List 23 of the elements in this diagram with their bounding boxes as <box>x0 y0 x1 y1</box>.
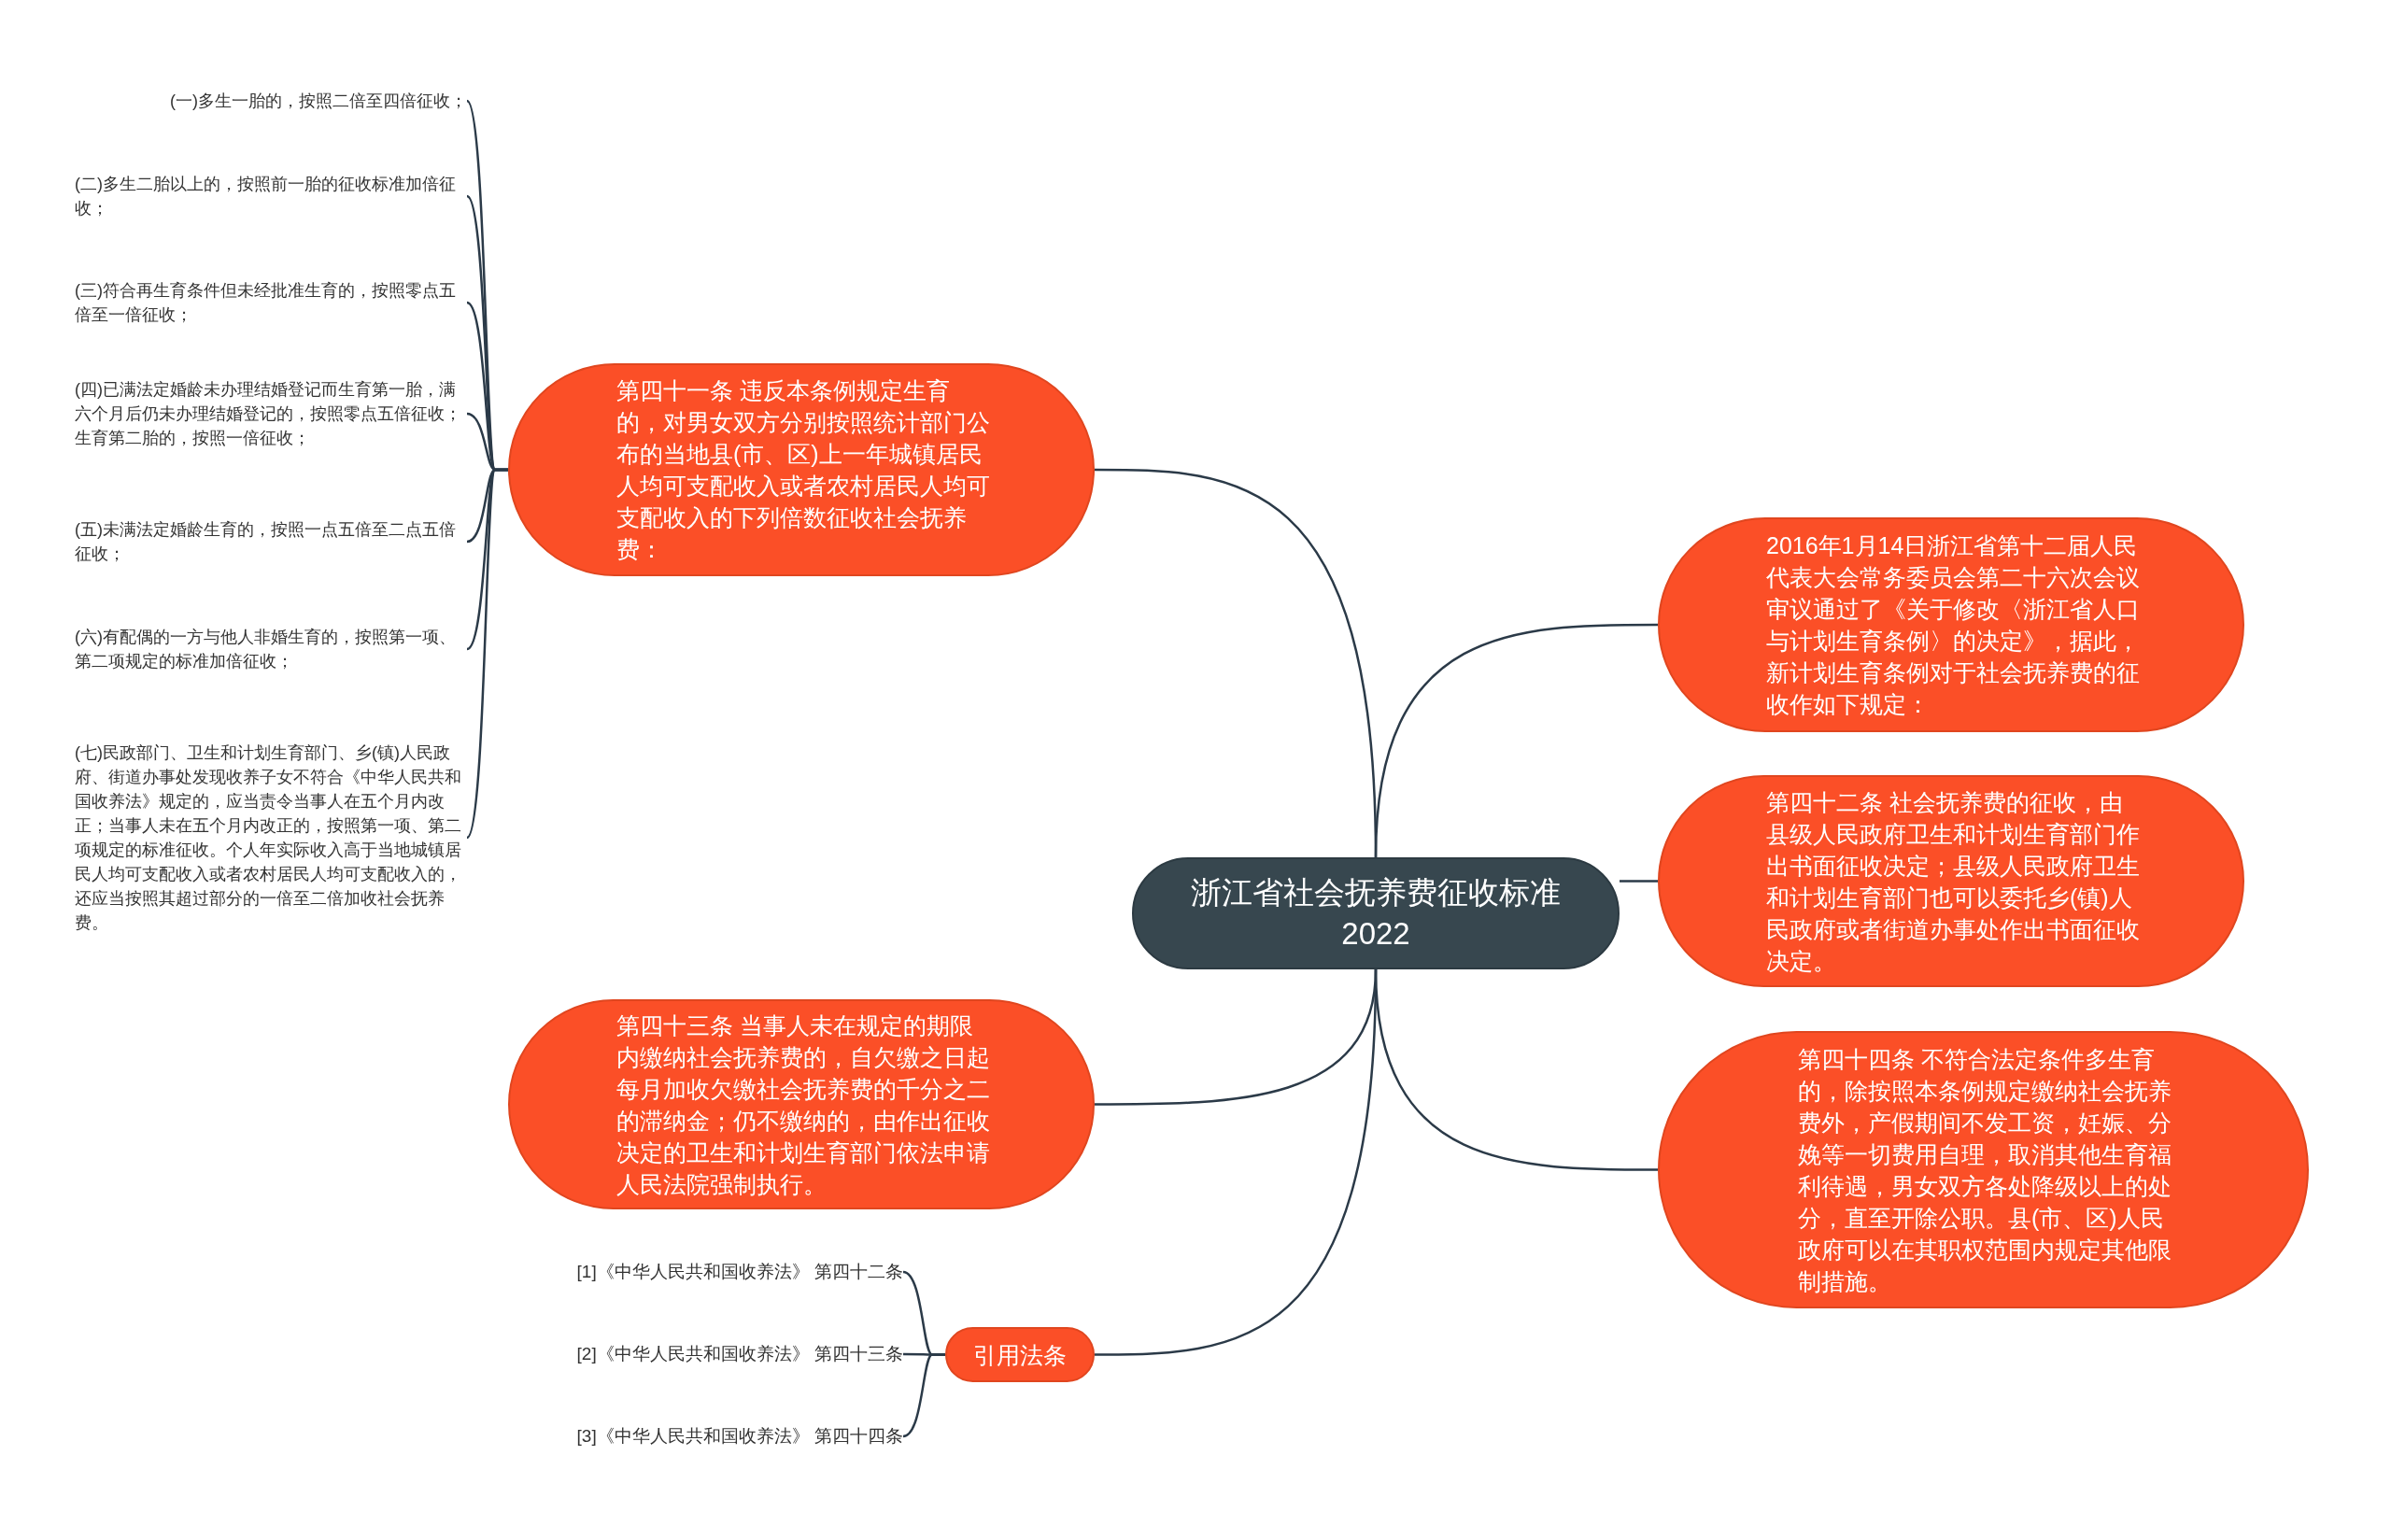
note-text: (一)多生一胎的，按照二倍至四倍征收； <box>170 91 467 112</box>
connector-line <box>465 468 508 839</box>
topic-text: 浙江省社会抚养费征收标准2022 <box>1190 874 1562 953</box>
note-text: (二)多生二胎以上的，按照前一胎的征收标准加倍征收； <box>75 174 457 219</box>
note-text: (四)已满法定婚龄未办理结婚登记而生育第一胎，满六个月后仍未办理结婚登记的，按照零点五倍征收；生育第二胎的，按照一倍征收； <box>75 379 462 449</box>
topic-text: 2016年1月14日浙江省第十二届人民代表大会常务委员会第二十六次会议审议通过了《关于修改〈浙江省人口与计划生育条例〉的决定》，据此，新计划生育条例对于社会抚养费的征收作如下规定： <box>1766 531 2141 719</box>
topic-text: 引用法条 <box>973 1340 1067 1370</box>
note-text: (七)民政部门、卫生和计划生育部门、乡(镇)人民政府、街道办事处发现收养子女不符合《中华人民共和国收养法》规定的，应当责令当事人在五个月内改正；当事人未在五个月内改正的，按照第一项、第二项规定的标准征收。个人年实际收入高于当地城镇居民人均可支配收入或者农村居民人均可支配收入的，还应当按照其超过部分的一倍至二倍加收社会抚养费。 <box>75 742 462 934</box>
topic-text: 第四十二条 社会抚养费的征收，由县级人民政府卫生和计划生育部门作出书面征收决定；县级人民政府卫生和计划生育部门也可以委托乡(镇)人民政府或者街道办事处作出书面征收决定。 <box>1766 787 2141 976</box>
reference-text: [3]《中华人民共和国收养法》 第四十四条 <box>576 1425 903 1448</box>
topic-text: 第四十三条 当事人未在规定的期限内缴纳社会抚养费的，自欠缴之日起每月加收欠缴社会抚养费的千分之二的滞纳金；仍不缴纳的，由作出征收决定的卫生和计划生育部门依法申请人民法院强制执行。 <box>616 1010 991 1199</box>
note-text: (六)有配偶的一方与他人非婚生育的，按照第一项、第二项规定的标准加倍征收； <box>75 627 457 672</box>
reference-text: [1]《中华人民共和国收养法》 第四十二条 <box>576 1261 903 1283</box>
note-text: (三)符合再生育条件但未经批准生育的，按照零点五倍至一倍征收； <box>75 280 457 326</box>
connector-line <box>1620 880 1658 883</box>
topic-text: 第四十一条 违反本条例规定生育的，对男女双方分别按照统计部门公布的当地县(市、区)上一年城镇居民人均可支配收入或者农村居民人均可支配收入的下列倍数征收社会抚养费： <box>616 376 991 564</box>
topic-bubble <box>945 1327 1095 1382</box>
topic-text: 第四十四条 不符合法定条件多生育的，除按照本条例规定缴纳社会抚养费外，产假期间不发工资，妊娠、分娩等一切费用自理，取消其他生育福利待遇，男女双方各处降级以上的处分，直至开除公职。县(市、区)人民政府可以在其职权范围内规定其他限制措施。 <box>1798 1044 2172 1296</box>
connector-line <box>1374 968 1658 1171</box>
reference-text: [2]《中华人民共和国收养法》 第四十三条 <box>576 1343 903 1365</box>
note-text: (五)未满法定婚龄生育的，按照一点五倍至二点五倍征收； <box>75 519 457 565</box>
connector-line <box>1374 623 1658 858</box>
connector-line <box>902 1353 945 1438</box>
